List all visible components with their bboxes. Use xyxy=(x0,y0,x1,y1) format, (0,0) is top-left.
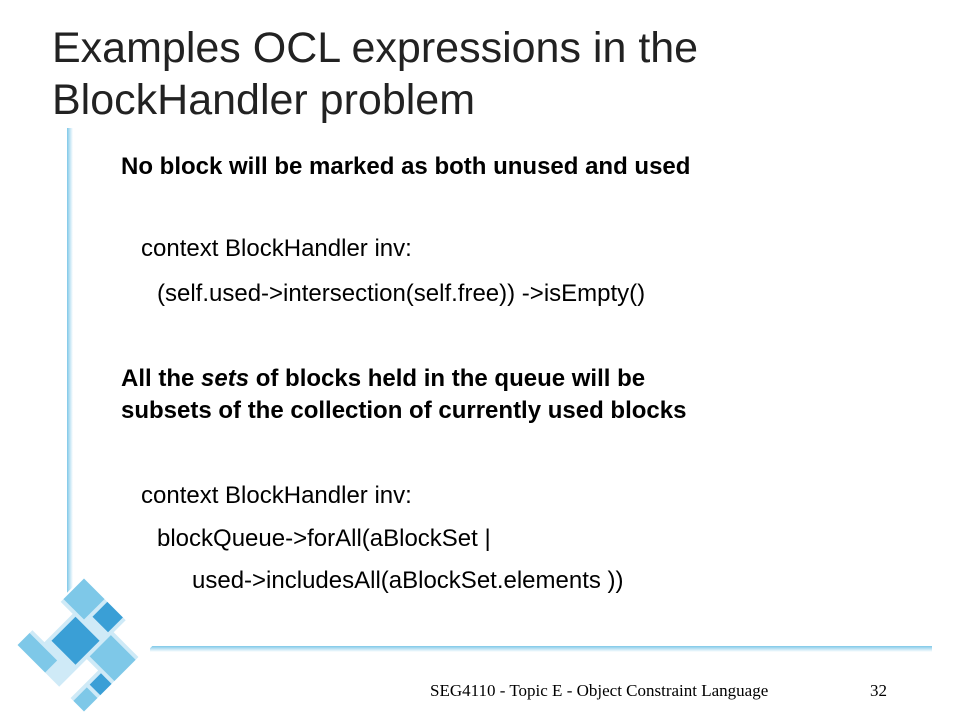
horizontal-divider xyxy=(150,646,932,652)
example2-code-line-2: blockQueue->forAll(aBlockSet | xyxy=(157,525,491,552)
example2-code-line-1: context BlockHandler inv: xyxy=(141,482,412,509)
example2-heading-line-1: All the sets of blocks held in the queue… xyxy=(121,364,645,394)
vertical-divider xyxy=(67,128,73,673)
example2-code-line-3: used->includesAll(aBlockSet.elements )) xyxy=(192,567,624,594)
example2-heading-line-2: subsets of the collection of currently u… xyxy=(121,397,687,424)
slide-title: Examples OCL expressions in the BlockHan… xyxy=(52,24,699,124)
page-number: 32 xyxy=(870,681,887,700)
example2-heading-emphasis: sets xyxy=(201,365,250,392)
slide-footer: SEG4110 - Topic E - Object Constraint La… xyxy=(430,681,769,700)
example1-heading: No block will be marked as both unused a… xyxy=(121,153,691,180)
example1-code-line-2: (self.used->intersection(self.free)) ->i… xyxy=(157,280,646,307)
example2-heading-suffix: of blocks held in the queue will be xyxy=(249,365,646,392)
example1-code-line-1: context BlockHandler inv: xyxy=(141,235,412,262)
mosaic-logo-icon xyxy=(14,575,154,715)
example2-heading-prefix: All the xyxy=(121,365,202,392)
